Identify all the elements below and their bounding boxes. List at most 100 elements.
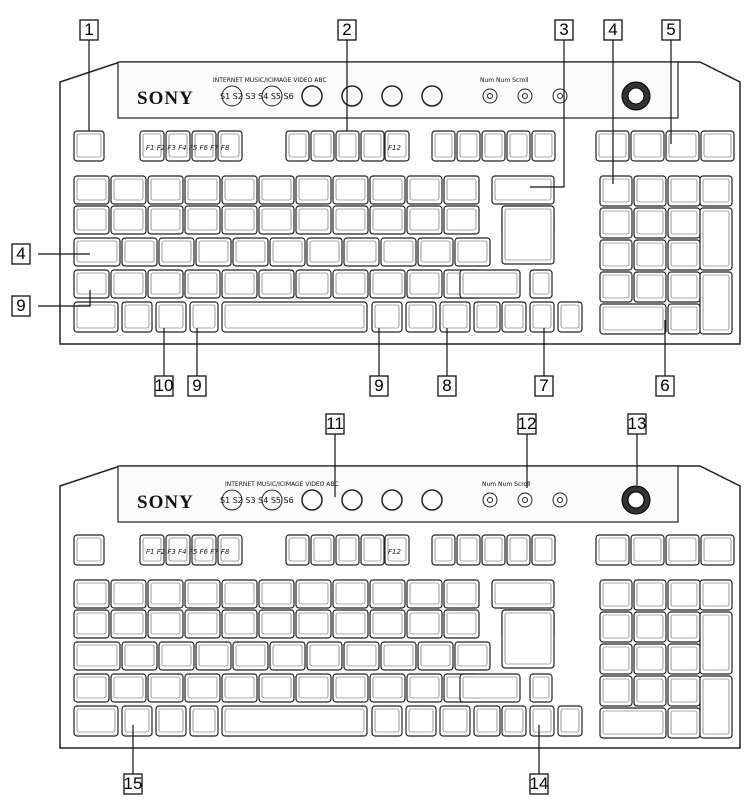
- numpad-key: [633, 675, 667, 707]
- main-key: [184, 673, 221, 703]
- space-bar-cap: [224, 708, 365, 733]
- function-key: [285, 534, 310, 566]
- main-key-cap: [124, 644, 155, 667]
- main-key: [306, 237, 343, 267]
- function-key: [285, 130, 310, 162]
- main-key-cap: [235, 644, 266, 667]
- main-key: [221, 175, 258, 205]
- function-key: [165, 130, 191, 162]
- main-key: [369, 269, 406, 299]
- app-key: [439, 301, 471, 333]
- system-key: [630, 534, 665, 566]
- main-key: [332, 269, 369, 299]
- system-key-cap: [668, 537, 697, 562]
- main-key-cap: [446, 178, 477, 201]
- main-key: [258, 673, 295, 703]
- main-key-cap: [113, 612, 144, 635]
- main-key: [110, 609, 147, 639]
- arrow-key-cap: [532, 304, 552, 329]
- main-key: [369, 205, 406, 235]
- function-key: [360, 130, 385, 162]
- numpad-key-cap: [636, 646, 664, 671]
- main-key-cap: [298, 208, 329, 231]
- callout-leader: [530, 40, 565, 188]
- main-key-cap: [335, 582, 366, 605]
- numpad-key: [667, 303, 701, 335]
- callout-number: 5: [666, 20, 675, 39]
- main-key-cap: [261, 208, 292, 231]
- enter-key: [501, 205, 555, 265]
- main-key-cap: [113, 272, 144, 295]
- top-s-buttons: S1 S2 S3 S4 S5 S6: [220, 85, 294, 107]
- main-key: [110, 175, 147, 205]
- numpad-key-cap: [602, 614, 630, 639]
- main-key: [443, 175, 480, 205]
- main-key-cap: [198, 644, 229, 667]
- main-key-cap: [150, 582, 181, 605]
- callout-box: [123, 773, 143, 795]
- main-key: [417, 237, 454, 267]
- main-key-cap: [335, 178, 366, 201]
- main-key: [295, 579, 332, 609]
- function-key: [456, 130, 481, 162]
- main-key: [184, 609, 221, 639]
- alt-key: [189, 301, 219, 333]
- main-key-cap: [298, 676, 329, 699]
- windows-key-cap: [408, 304, 434, 329]
- bottom-indicator-label: Num Num Scroll: [482, 481, 531, 488]
- numpad-key: [667, 611, 701, 643]
- main-key-cap: [224, 208, 255, 231]
- function-key: [506, 130, 531, 162]
- numpad-key-cap: [670, 710, 698, 735]
- function-key: [139, 534, 165, 566]
- function-key-cap: [484, 537, 503, 562]
- main-key-cap: [76, 178, 107, 201]
- numpad-plus-key-cap: [702, 210, 730, 267]
- callout-number: 6: [660, 376, 669, 395]
- top-panel-label: INTERNET MUSIC/ICIMAGE VIDEO ABC: [213, 77, 327, 84]
- main-key: [221, 609, 258, 639]
- function-key-cap: [434, 133, 453, 158]
- numpad-key-cap: [702, 178, 730, 203]
- main-key-cap: [372, 612, 403, 635]
- function-key-cap: [509, 537, 528, 562]
- bottom-control-panel: [117, 465, 679, 523]
- main-key-cap: [224, 178, 255, 201]
- main-key-cap: [298, 272, 329, 295]
- main-key: [158, 237, 195, 267]
- function-key-cap: [434, 537, 453, 562]
- main-key-cap: [224, 272, 255, 295]
- arrow-key-cap: [504, 708, 524, 733]
- function-key-cap: [338, 537, 357, 562]
- numpad-key-cap: [670, 274, 698, 299]
- main-key-cap: [372, 582, 403, 605]
- callout-number: 10: [155, 376, 174, 395]
- callout-number: 7: [539, 376, 548, 395]
- arrow-key: [557, 301, 583, 333]
- main-key-cap: [235, 240, 266, 263]
- esc-key-cap: [76, 537, 102, 562]
- function-key: [191, 130, 217, 162]
- main-key: [380, 237, 417, 267]
- main-key-cap: [76, 582, 107, 605]
- top-indicator-label: Num Num Scroll: [480, 77, 529, 84]
- ctrl-key-cap: [76, 708, 116, 733]
- callout-number: 4: [608, 20, 617, 39]
- function-key-cap: [534, 133, 553, 158]
- main-key: [184, 579, 221, 609]
- top-fkey-labels: F1 F2 F3 F4 F5 F6 F7 F8: [146, 144, 230, 152]
- main-key-cap: [457, 240, 488, 263]
- bottom-panel-label: INTERNET MUSIC/ICIMAGE VIDEO ABC: [225, 481, 339, 488]
- alt-key-cap: [192, 304, 216, 329]
- main-key: [332, 609, 369, 639]
- callout-number: 2: [342, 20, 351, 39]
- numpad-key-cap: [670, 242, 698, 267]
- main-key-cap: [272, 240, 303, 263]
- shift-key-cap: [462, 272, 518, 295]
- alt-gr-key: [371, 301, 403, 333]
- bottom-fkey-labels: F1 F2 F3 F4 F5 F6 F7 F8: [146, 548, 230, 556]
- main-key-cap: [161, 240, 192, 263]
- main-key: [295, 673, 332, 703]
- shift-key: [459, 673, 521, 703]
- numpad-key: [633, 271, 667, 303]
